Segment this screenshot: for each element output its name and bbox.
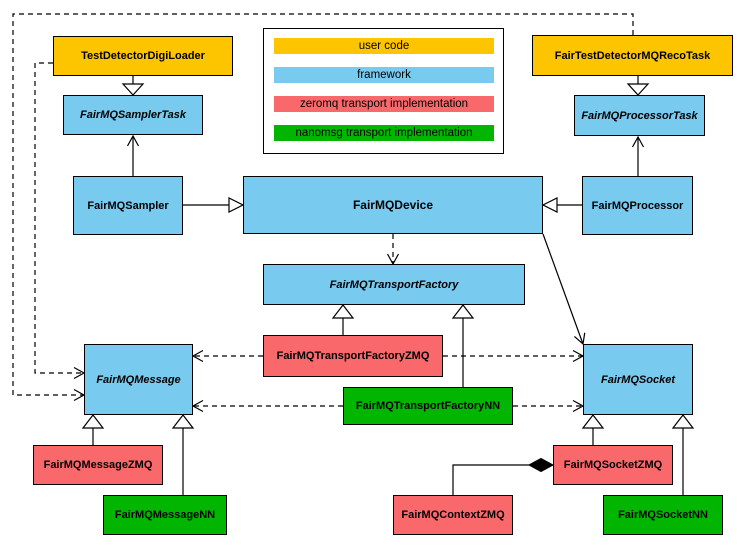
edge-sampler-device-triangle bbox=[183, 197, 245, 213]
node-fairmqsocketzmq: FairMQSocketZMQ bbox=[553, 445, 673, 485]
node-fairmqsamplertask: FairMQSamplerTask bbox=[63, 95, 203, 135]
edge-messagezmq-message-triangle bbox=[81, 414, 105, 445]
node-fairmqmessagezmq: FairMQMessageZMQ bbox=[33, 445, 163, 485]
edge-digiloader-samplertask-triangle bbox=[121, 76, 145, 96]
node-fairmqmessagenn: FairMQMessageNN bbox=[103, 495, 227, 535]
node-fairmqcontextzmq: FairMQContextZMQ bbox=[393, 495, 513, 535]
legend-swatch-zeromq: zeromq transport implementation bbox=[274, 96, 494, 112]
edge-recotask-processortask-triangle bbox=[626, 76, 650, 96]
node-testdetectordigiloader: TestDetectorDigiLoader bbox=[53, 36, 233, 76]
legend-swatch-framework: framework bbox=[274, 67, 494, 83]
edge-messagenn-message-triangle bbox=[171, 414, 195, 495]
legend-swatch-nanomsg: nanomsg transport implementation bbox=[274, 125, 494, 141]
node-fairmqprocessortask: FairMQProcessorTask bbox=[574, 95, 705, 136]
node-fairmqsocket: FairMQSocket bbox=[583, 344, 693, 415]
node-fairmqtransportfactorynn: FairMQTransportFactoryNN bbox=[343, 387, 513, 425]
node-fairmqtransportfactoryzmq: FairMQTransportFactoryZMQ bbox=[263, 335, 443, 377]
legend-item-zeromq: zeromq transport implementation bbox=[274, 96, 494, 112]
edge-processor-device-triangle bbox=[541, 197, 582, 213]
edge-device-to-socket bbox=[542, 233, 586, 346]
legend: user code framework zeromq transport imp… bbox=[263, 28, 504, 154]
edge-socketzmq-socket-triangle bbox=[581, 414, 605, 445]
edge-dashed-recotask-to-message bbox=[12, 13, 634, 402]
edge-factoryzmq-factory-triangle bbox=[331, 304, 355, 335]
node-fairtestdetectormqrecotask: FairTestDetectorMQRecoTask bbox=[532, 35, 733, 76]
legend-item-nanomsg: nanomsg transport implementation bbox=[274, 125, 494, 141]
node-fairmqdevice: FairMQDevice bbox=[243, 176, 543, 234]
edge-dashed-digiloader-to-message bbox=[34, 62, 86, 380]
node-fairmqsocketnn: FairMQSocketNN bbox=[603, 495, 723, 535]
legend-item-user-code: user code bbox=[274, 38, 494, 54]
edge-contextzmq-socketzmq-composition bbox=[452, 457, 555, 495]
node-fairmqtransportfactory: FairMQTransportFactory bbox=[263, 264, 525, 305]
edge-socketnn-socket-triangle bbox=[671, 414, 695, 495]
node-fairmqsampler: FairMQSampler bbox=[73, 176, 183, 235]
edge-factorynn-factory-triangle bbox=[451, 304, 475, 387]
node-fairmqprocessor: FairMQProcessor bbox=[582, 176, 693, 235]
node-fairmqmessage: FairMQMessage bbox=[84, 344, 193, 415]
legend-item-framework: framework bbox=[274, 67, 494, 83]
legend-swatch-user-code: user code bbox=[274, 38, 494, 54]
